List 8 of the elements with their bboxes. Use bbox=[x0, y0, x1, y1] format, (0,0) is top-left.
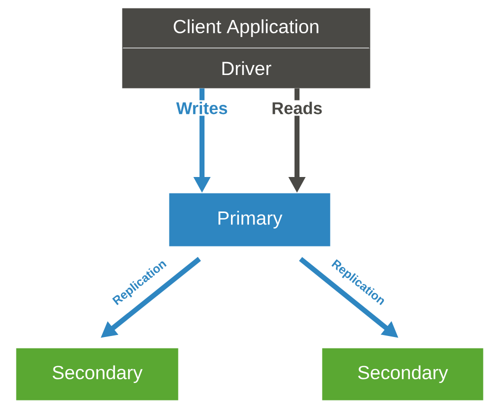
header-box: Client Application bbox=[122, 8, 370, 48]
edge-label: Writes bbox=[174, 100, 230, 116]
secondary-box: Secondary bbox=[322, 348, 484, 400]
secondary-box: Secondary bbox=[16, 348, 178, 400]
edge-label: Reads bbox=[270, 100, 324, 116]
primary-box: Primary bbox=[169, 193, 330, 246]
node-label: Driver bbox=[222, 61, 272, 76]
driver-box: Driver bbox=[122, 48, 370, 88]
